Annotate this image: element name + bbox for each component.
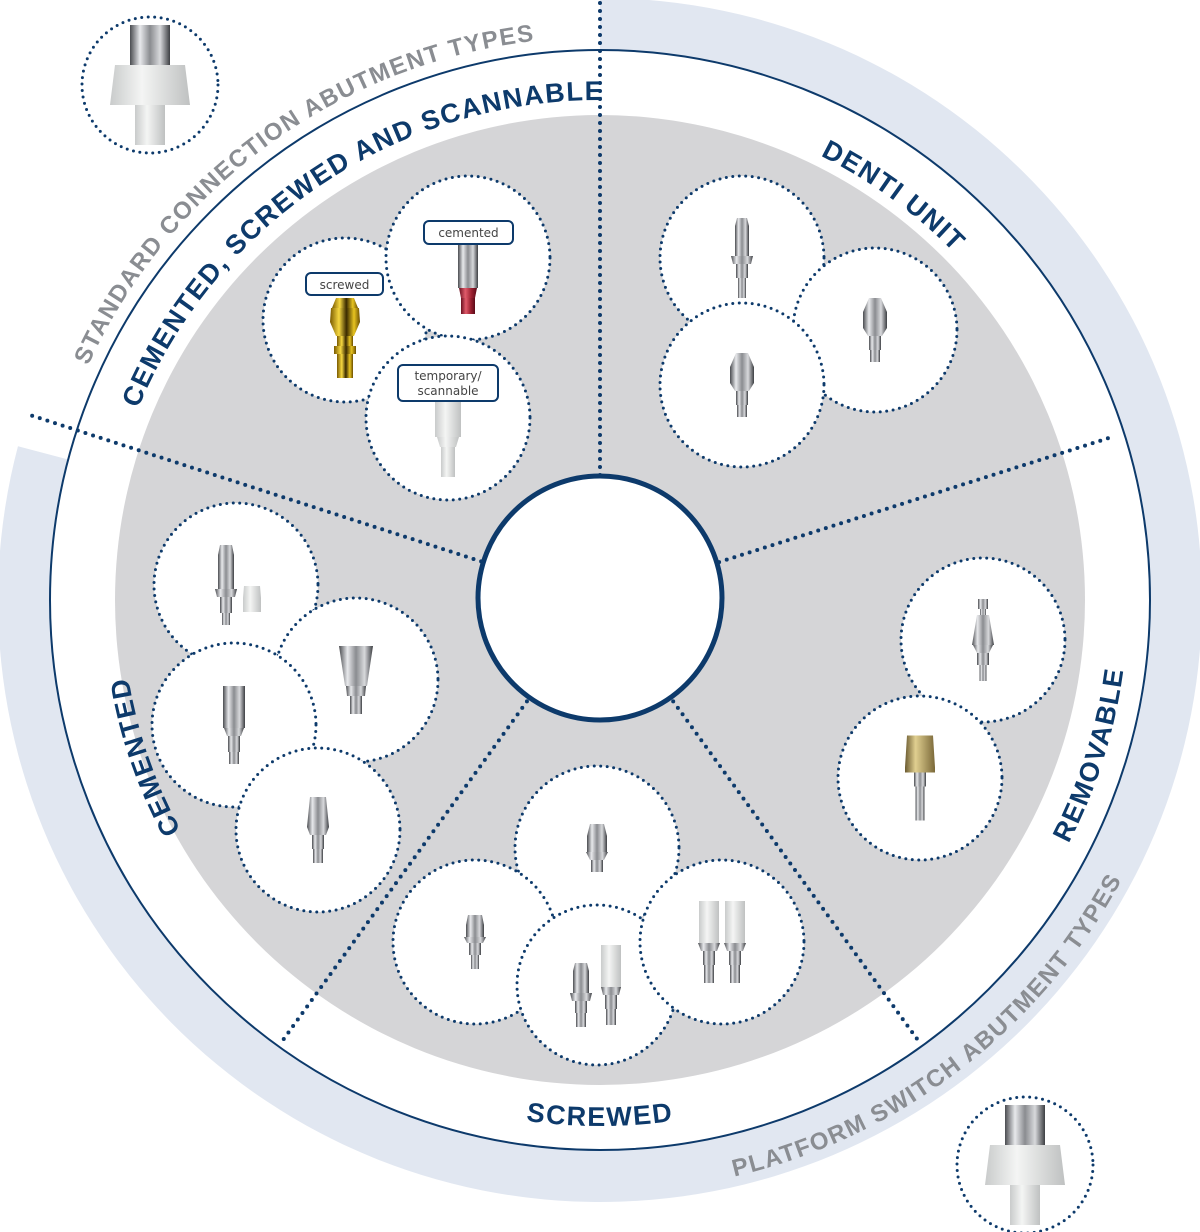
label-screwed: SCREWED [525,1097,675,1132]
tag-cemented: cemented [423,220,514,245]
tag-screwed: screwed [305,272,384,296]
denti-unit-angled-icon [730,353,754,417]
standard-connection-closeup-icon [110,25,190,145]
tag-temporary-line1: temporary/ [414,369,482,383]
platform-switch-closeup-icon [985,1105,1065,1225]
tag-temporary-scannable: temporary/ scannable [397,364,499,402]
bubble-screwed-multiunit [513,764,681,932]
bubble-platform-switch-closeup [955,1095,1095,1232]
bubble-denti-unit-angled-small [791,246,959,414]
sector-divider [28,413,484,564]
tag-screwed-text: screwed [320,278,370,292]
bubble-ball-attachment [899,556,1067,724]
bubble-cemented-angled-abutment [234,746,402,914]
tag-temporary-line2: scannable [417,384,478,398]
bubble-screwed-abutment-pair [515,903,679,1067]
denti-unit-angled-small-icon [863,298,887,362]
screwed-abutment-pair-icon [570,945,621,1027]
bubble-standard-connection-closeup [80,15,220,155]
ball-attachment-icon [972,599,994,681]
product-bubbles [80,15,1095,1232]
cemented-abutment-icon [458,238,478,314]
cemented-cylindrical-abutment-icon [223,686,245,764]
center-implant [475,473,725,723]
bubble-cemented-abutment [384,174,552,342]
temporary-scannable-abutment-icon [435,395,461,477]
tag-cemented-text: cemented [438,226,498,240]
denti-unit-straight-icon [731,218,753,298]
sector-dividers [28,0,1114,1045]
screwed-abutment-icon [330,298,360,378]
bubble-screwed-temporary-caps [638,858,806,1026]
screwed-short-abutment-icon [464,915,486,969]
bubble-temporary-scannable-abutment [364,334,532,502]
sector-divider [671,699,922,1045]
bubble-locator-attachment [836,694,1004,862]
locator-attachment-icon [905,735,935,821]
cemented-conical-abutment-icon [339,646,373,714]
cemented-abutment-with-cap-icon [215,545,261,625]
cemented-angled-abutment-icon [307,797,329,863]
screwed-temporary-caps-icon [698,901,746,983]
sector-divider [281,699,529,1042]
sector-divider [717,435,1114,565]
screwed-multiunit-icon [586,824,608,872]
bubble-denti-unit-angled [658,301,826,469]
